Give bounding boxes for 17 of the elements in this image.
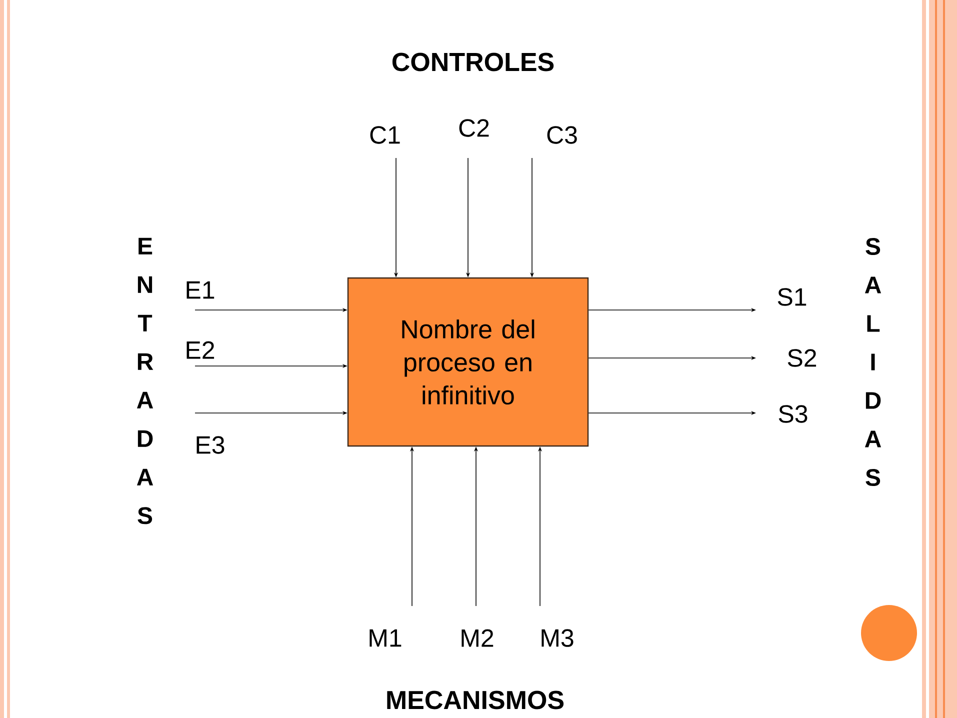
arrow-label: E3	[196, 436, 224, 454]
vertical-heading: ENTRADAS	[136, 238, 154, 524]
arrow-label: M3	[542, 629, 574, 647]
arrow-label: C2	[459, 119, 489, 137]
arrow-label: M1	[370, 629, 402, 647]
heading: MECANISMOS	[387, 690, 564, 710]
heading: CONTROLES	[392, 52, 554, 72]
arrow-label: E2	[186, 341, 214, 359]
arrow-label: C3	[547, 126, 577, 144]
arrow-label: E1	[186, 281, 214, 299]
arrow-label: M2	[462, 629, 494, 647]
process-box: Nombre del proceso en infinitivo	[347, 277, 589, 447]
arrow-label: S1	[778, 288, 806, 306]
arrow-label: S3	[778, 405, 808, 423]
arrow-label: C1	[370, 126, 400, 144]
vertical-heading: SALIDAS	[864, 238, 882, 486]
arrow-label: S2	[788, 349, 816, 367]
